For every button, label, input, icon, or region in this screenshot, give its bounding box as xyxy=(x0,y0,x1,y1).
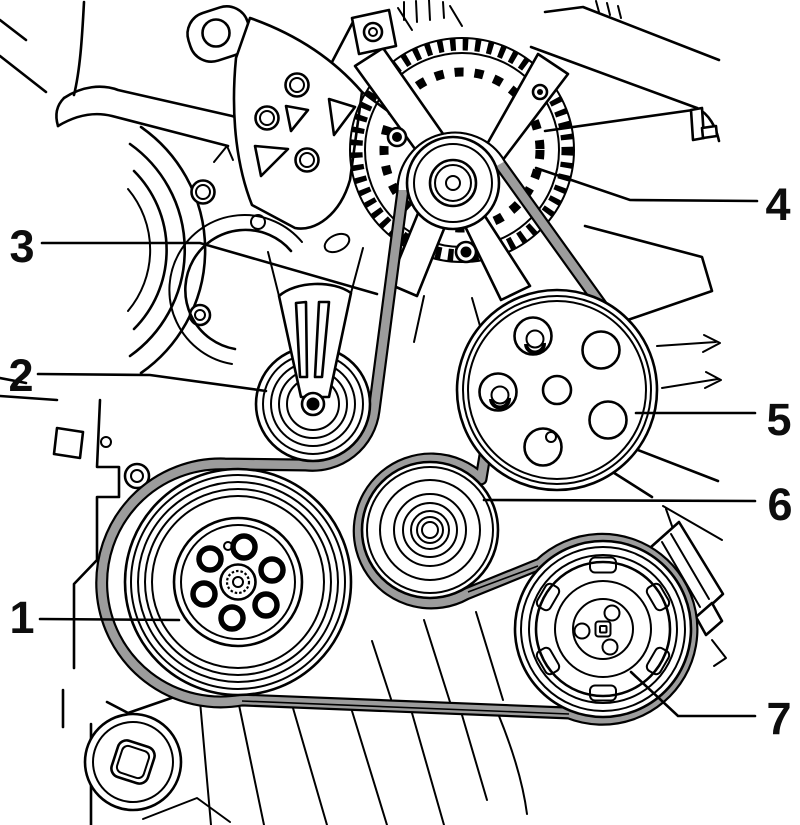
callout-6: 6 xyxy=(767,479,792,530)
crank-bolt-boss xyxy=(83,712,183,812)
ps-pulley-holes xyxy=(478,316,628,467)
leader-2 xyxy=(36,372,268,393)
drive-belt xyxy=(95,131,699,726)
power-steering-pulley xyxy=(455,288,659,492)
callout-5: 5 xyxy=(766,394,791,445)
callout-3: 3 xyxy=(9,221,34,272)
callout-2: 2 xyxy=(8,350,33,401)
alternator-body xyxy=(349,0,575,343)
crankshaft-pulley xyxy=(123,467,353,697)
callout-1: 1 xyxy=(9,592,34,643)
crank-pulley-bolts xyxy=(190,533,286,632)
leader-1 xyxy=(38,617,181,622)
bracket-bolts xyxy=(190,72,320,205)
callout-4: 4 xyxy=(765,179,790,230)
tensioner-pivot-bolt xyxy=(306,397,320,411)
leader-7 xyxy=(629,670,757,718)
tensioner-spring-housing xyxy=(168,214,364,365)
compressor-clutch-windows xyxy=(535,556,671,702)
tensioner-arm xyxy=(277,282,353,417)
engine-background-lines xyxy=(0,0,727,825)
leader-3 xyxy=(40,241,379,296)
callouts: 1 2 3 4 5 6 7 xyxy=(8,166,793,744)
leader-6 xyxy=(482,498,757,503)
idler-pulley xyxy=(360,460,500,600)
leader-4 xyxy=(534,166,759,203)
alternator-pulley xyxy=(405,135,501,231)
ac-compressor-pulley xyxy=(513,539,693,719)
callout-7: 7 xyxy=(766,693,791,744)
